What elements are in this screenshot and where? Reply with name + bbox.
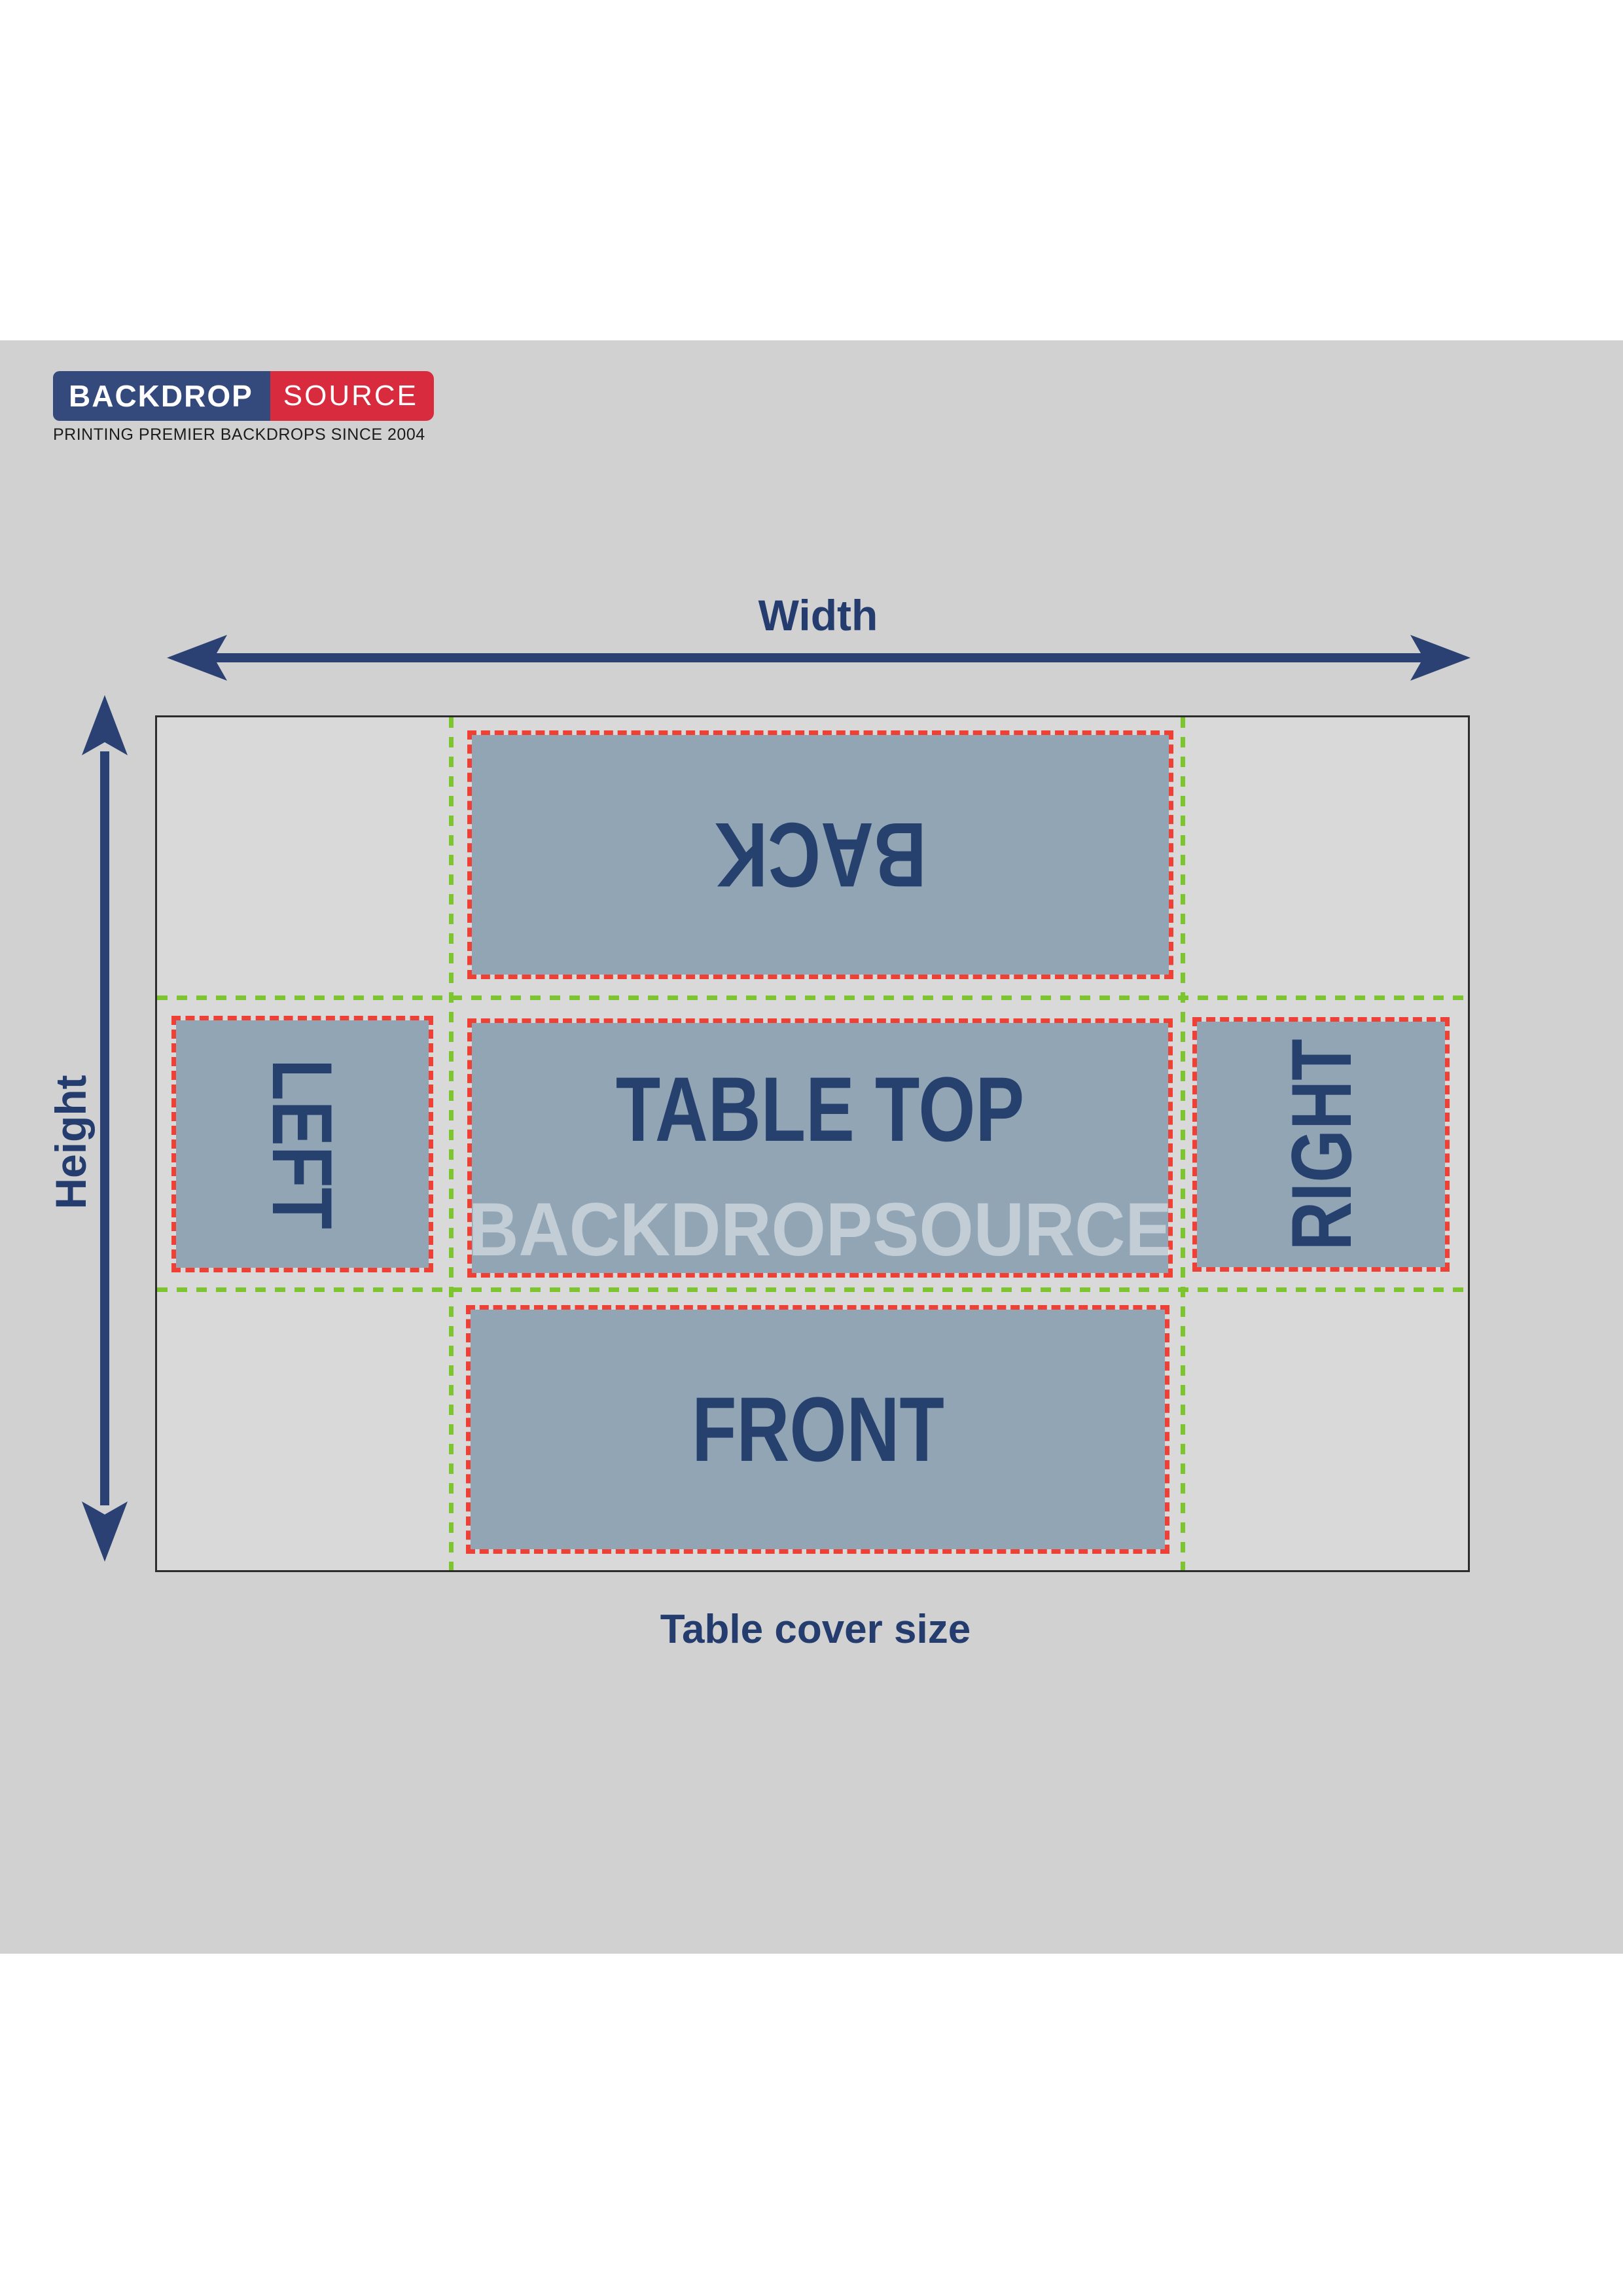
panel-table-top-label: TABLE TOP [615,1058,1025,1160]
panel-back: BACK [467,730,1173,979]
fold-line-right [1181,717,1185,1570]
panel-front-label: FRONT [691,1378,944,1480]
panel-right-label: RIGHT [1273,1038,1369,1251]
fold-line-top [157,996,1468,1000]
logo-wordmark: BACKDROP SOURCE [53,371,435,421]
panel-left: LEFT [171,1016,433,1272]
width-label: Width [758,591,878,639]
logo-tagline: PRINTING PREMIER BACKDROPS SINCE 2004 [53,425,425,444]
panel-left-label: LEFT [255,1059,350,1229]
panel-table-top: TABLE TOP BACKDROPSOURCE [467,1018,1173,1278]
panel-right: RIGHT [1192,1017,1450,1272]
diagram-caption: Table cover size [660,1607,971,1652]
logo-source-box: SOURCE [270,371,435,421]
panel-front: FRONT [466,1305,1169,1554]
fold-line-bottom [157,1287,1468,1292]
width-arrow-icon [167,635,1471,681]
watermark-text: BACKDROPSOURCE [468,1188,1172,1272]
logo-backdrop-box: BACKDROP [53,371,270,421]
fold-line-left [449,717,454,1570]
height-arrow-icon [82,695,128,1562]
brand-logo: BACKDROP SOURCE PRINTING PREMIER BACKDRO… [53,371,435,444]
panel-back-label: BACK [714,804,927,906]
